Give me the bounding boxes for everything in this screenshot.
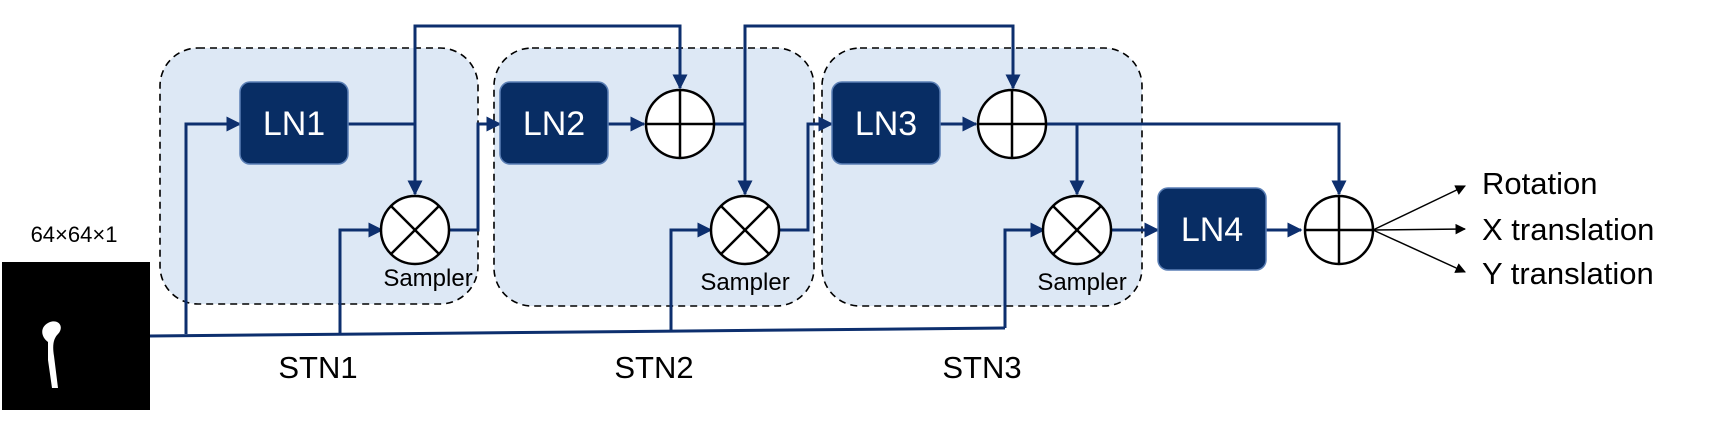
ln2-label: LN2 <box>523 105 585 143</box>
input-image <box>2 262 150 410</box>
ln4-label: LN4 <box>1181 211 1243 249</box>
wires <box>149 24 1467 338</box>
sampler1-label: Sampler <box>383 265 472 292</box>
ln2-block: LN2 <box>499 81 609 165</box>
output-y-translation-label: Y translation <box>1482 256 1654 291</box>
ln3-label: LN3 <box>855 105 917 143</box>
sampler2-multiply-icon <box>709 194 781 266</box>
output-x-translation-label: X translation <box>1482 212 1654 247</box>
ln3-block: LN3 <box>831 81 941 165</box>
sampler1-multiply-icon <box>379 194 451 266</box>
add2-plus-icon <box>644 88 716 160</box>
sampler3-multiply-icon <box>1041 194 1113 266</box>
output-rotation-label: Rotation <box>1482 166 1597 201</box>
ln1-label: LN1 <box>263 105 325 143</box>
input-dims-label: 64×64×1 <box>31 222 118 247</box>
sampler2-label: Sampler <box>700 269 789 296</box>
stn3-label: STN3 <box>942 350 1021 385</box>
stn2-label: STN2 <box>614 350 693 385</box>
add3-plus-icon <box>976 88 1048 160</box>
sampler3-label: Sampler <box>1037 269 1126 296</box>
stn1-label: STN1 <box>278 350 357 385</box>
add4-plus-icon <box>1303 194 1375 266</box>
ln1-block: LN1 <box>239 81 349 165</box>
ln4-block: LN4 <box>1157 187 1267 271</box>
